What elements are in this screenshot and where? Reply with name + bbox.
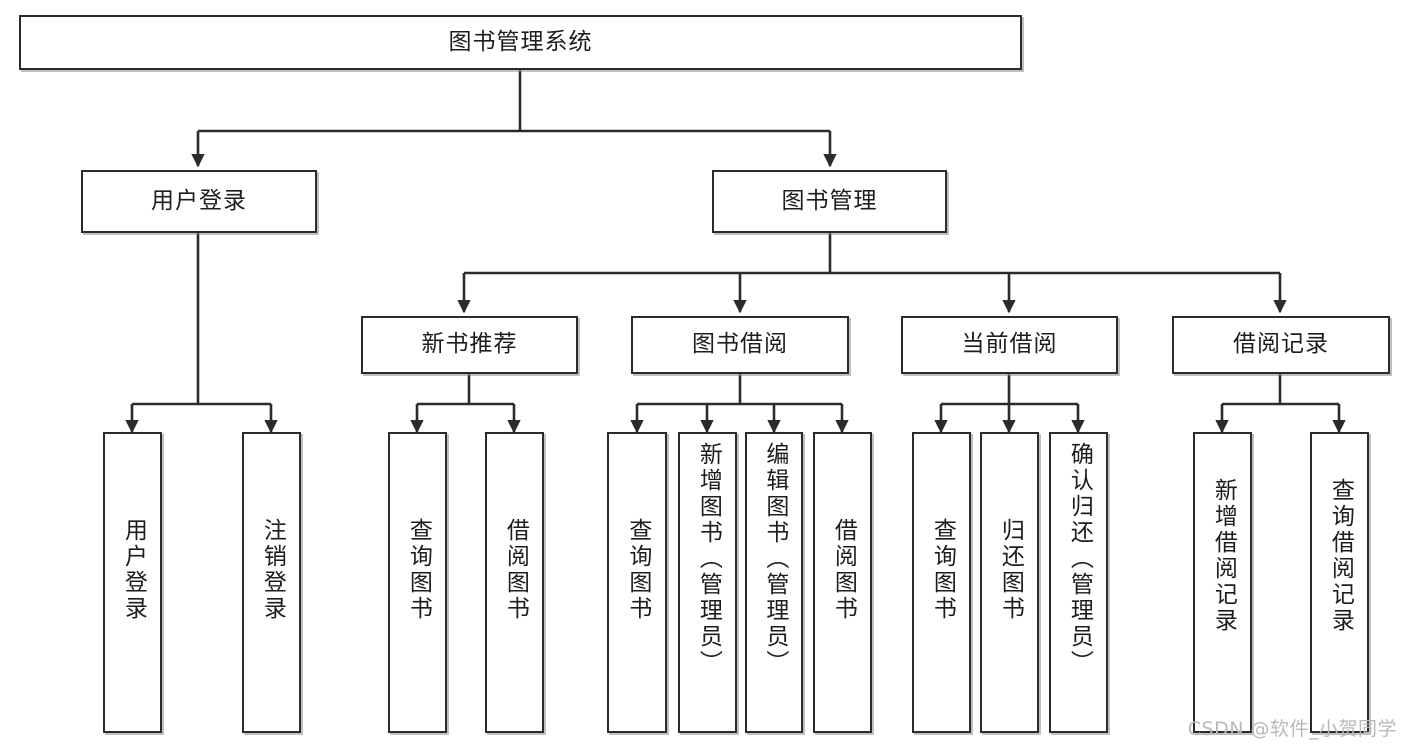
- node-root[interactable]: 图书管理系统: [19, 15, 1022, 70]
- node-book-manage[interactable]: 图书管理: [712, 170, 947, 233]
- leaf-book-borrow-2[interactable]: 新增图书（管理员）: [678, 432, 737, 733]
- leaf-borrow-record-1-label: 新增借阅记录: [1210, 478, 1237, 634]
- leaf-new-book-rec-1[interactable]: 查询图书: [388, 432, 447, 733]
- leaf-new-book-rec-2[interactable]: 借阅图书: [485, 432, 544, 733]
- leaf-book-borrow-3[interactable]: 编辑图书（管理员）: [745, 432, 803, 733]
- leaf-new-book-rec-2-label: 借阅图书: [502, 518, 529, 622]
- leaf-book-borrow-2-label: 新增图书（管理员）: [695, 442, 722, 676]
- leaf-user-login-2[interactable]: 注销登录: [242, 432, 301, 733]
- node-user-login-label: 用户登录: [151, 187, 247, 214]
- watermark-text: CSDN @软件_小贺同学: [1187, 718, 1397, 740]
- node-borrow-record[interactable]: 借阅记录: [1172, 316, 1390, 374]
- leaf-new-book-rec-1-label: 查询图书: [405, 518, 432, 622]
- leaf-user-login-1[interactable]: 用户登录: [103, 432, 162, 733]
- leaf-book-borrow-4[interactable]: 借阅图书: [813, 432, 872, 733]
- leaf-current-borrow-3-label: 确认归还（管理员）: [1066, 442, 1093, 676]
- leaf-borrow-record-1[interactable]: 新增借阅记录: [1193, 432, 1252, 733]
- node-book-borrow-label: 图书借阅: [692, 331, 788, 358]
- node-borrow-record-label: 借阅记录: [1233, 331, 1329, 358]
- leaf-borrow-record-2[interactable]: 查询借阅记录: [1310, 432, 1369, 733]
- leaf-current-borrow-3[interactable]: 确认归还（管理员）: [1049, 432, 1108, 733]
- leaf-current-borrow-1-label: 查询图书: [929, 518, 956, 622]
- node-new-book-rec[interactable]: 新书推荐: [361, 316, 578, 374]
- node-new-book-rec-label: 新书推荐: [421, 331, 518, 358]
- node-current-borrow-label: 当前借阅: [961, 331, 1058, 358]
- leaf-user-login-2-label: 注销登录: [259, 518, 286, 622]
- leaf-book-borrow-1-label: 查询图书: [624, 518, 651, 622]
- leaf-user-login-1-label: 用户登录: [120, 518, 147, 622]
- leaf-book-borrow-4-label: 借阅图书: [830, 518, 857, 622]
- node-user-login[interactable]: 用户登录: [81, 170, 317, 233]
- leaf-borrow-record-2-label: 查询借阅记录: [1327, 478, 1354, 634]
- leaf-book-borrow-1[interactable]: 查询图书: [607, 432, 667, 733]
- node-book-manage-label: 图书管理: [781, 187, 878, 214]
- leaf-book-borrow-3-label: 编辑图书（管理员）: [761, 442, 788, 676]
- leaf-current-borrow-1[interactable]: 查询图书: [912, 432, 971, 733]
- leaf-current-borrow-2-label: 归还图书: [997, 518, 1024, 622]
- node-current-borrow[interactable]: 当前借阅: [901, 316, 1118, 374]
- node-book-borrow[interactable]: 图书借阅: [631, 316, 849, 374]
- node-root-label: 图书管理系统: [448, 28, 593, 55]
- leaf-current-borrow-2[interactable]: 归还图书: [980, 432, 1039, 733]
